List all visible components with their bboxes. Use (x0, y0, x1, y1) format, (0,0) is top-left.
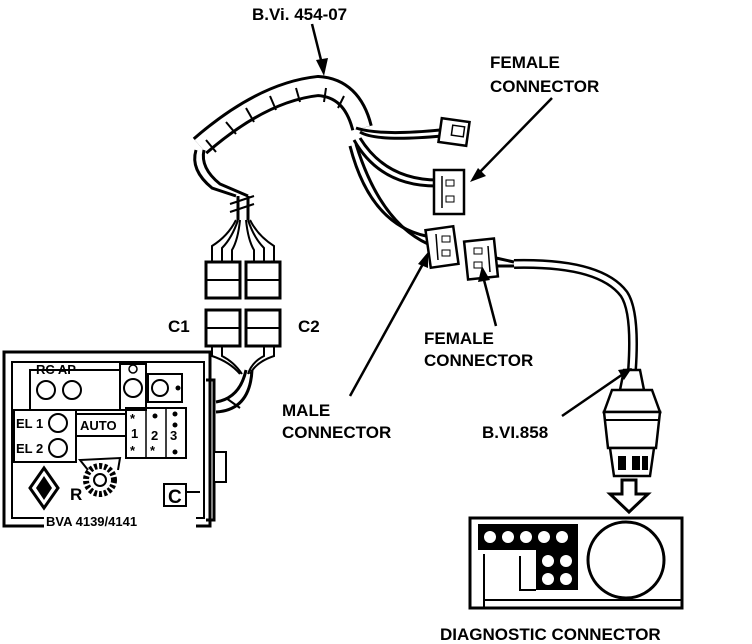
diagnostic-harness (462, 237, 662, 515)
harness-top-label: B.Vi. 454-07 (252, 5, 347, 24)
diagnostic-connector-drawing (468, 516, 684, 610)
logo-icon (28, 465, 60, 511)
panel-star-2: * (150, 443, 156, 458)
callout-arrows (310, 23, 632, 418)
control-module (2, 350, 254, 530)
down-arrow-icon (606, 478, 652, 515)
panel-c: C (168, 487, 182, 508)
panel-el2: EL 2 (16, 441, 43, 456)
panel-star-bottom: * (130, 443, 136, 458)
panel-rc-ap: RC AP (36, 362, 76, 377)
panel-model: BVA 4139/4141 (46, 514, 137, 529)
panel-el1: EL 1 (16, 416, 43, 431)
panel-r: R (70, 485, 82, 504)
panel-pos1: 1 (131, 426, 138, 441)
main-harness (192, 74, 471, 270)
c1-label: C1 (168, 317, 190, 336)
diagnostic-connector-label: DIAGNOSTIC CONNECTOR (440, 625, 661, 644)
rotary-knob-icon (77, 456, 122, 497)
panel-pos3: 3 (170, 428, 177, 443)
female-connector-mid-label-1: FEMALE (424, 329, 494, 348)
male-connector-label-2: CONNECTOR (282, 423, 391, 442)
connector-blocks (204, 195, 282, 375)
female-connector-mid-label-2: CONNECTOR (424, 351, 533, 370)
harness-bottom-label: B.VI.858 (482, 423, 548, 442)
panel-auto: AUTO (80, 418, 117, 433)
c2-label: C2 (298, 317, 320, 336)
female-connector-top-label-1: FEMALE (490, 53, 560, 72)
female-connector-top-label-2: CONNECTOR (490, 77, 599, 96)
panel-star-top: * (130, 411, 136, 426)
male-connector-label-1: MALE (282, 401, 330, 420)
panel-pos2: 2 (151, 428, 158, 443)
